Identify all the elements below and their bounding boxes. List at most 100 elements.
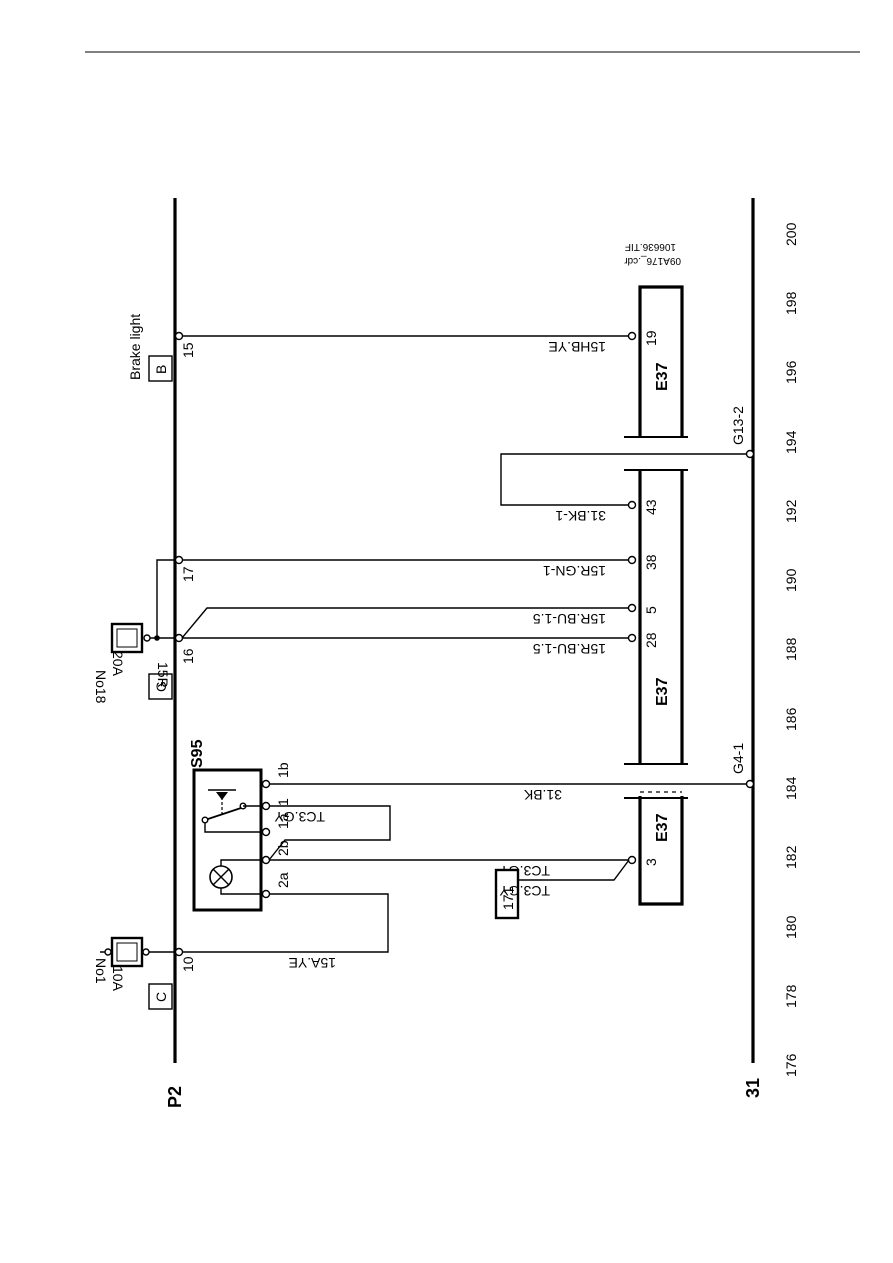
e37-pin-28 bbox=[627, 633, 637, 643]
connector-g-box bbox=[148, 673, 173, 700]
wire-15a-ye-label: 15A.YE bbox=[289, 955, 336, 971]
ground-g13-2-label: G13-2 bbox=[730, 406, 746, 445]
switch-pin-1b bbox=[261, 779, 271, 789]
e37-pin-43 bbox=[627, 500, 637, 510]
e37-pin-38 bbox=[627, 555, 637, 565]
switch-s95-body bbox=[192, 768, 263, 912]
module-e37: E37 E37 E37 3 28 5 38 43 19 bbox=[624, 285, 688, 906]
switch-pin-2b-label: 2b bbox=[275, 840, 291, 856]
e37-pin-3 bbox=[627, 855, 637, 865]
scale-198: 198 bbox=[783, 291, 799, 315]
e37-section-a bbox=[638, 796, 684, 906]
p2-pin-15-label: 15 bbox=[180, 342, 196, 358]
connector-c-box bbox=[148, 983, 173, 1010]
scale-184: 184 bbox=[783, 776, 799, 800]
p2-terminal-16 bbox=[174, 633, 184, 643]
wire-gn-38-label: 15R.GN-1 bbox=[543, 563, 606, 579]
wire-tc3-to-171-label: TC3.GY bbox=[499, 883, 550, 899]
switch-pin-1a bbox=[261, 827, 271, 837]
switch-pin-2a bbox=[261, 889, 271, 899]
e37-pin-43-label: 43 bbox=[643, 499, 659, 515]
switch-actuator-arrow bbox=[216, 792, 228, 800]
wire-fuse18-to-17 bbox=[156, 559, 175, 638]
e37-section-b bbox=[638, 470, 684, 764]
p2-terminal-10 bbox=[174, 947, 184, 957]
wire-bu-28-label: 15R.BU-1.5 bbox=[533, 641, 606, 657]
scale-182: 182 bbox=[783, 845, 799, 869]
switch-pin-1b-label: 1b bbox=[275, 762, 291, 778]
switch-pin-1-label: 1 bbox=[275, 798, 291, 806]
e37-label-c: E37 bbox=[654, 362, 671, 391]
e37-pin-19-label: 19 bbox=[643, 330, 659, 346]
fuse-no18-rating: 20A bbox=[110, 651, 126, 677]
fuse-no18: 20A No18 bbox=[93, 622, 175, 704]
scale-200: 200 bbox=[783, 222, 799, 246]
switch-pin-1 bbox=[261, 801, 271, 811]
e37-pin-38-label: 38 bbox=[643, 554, 659, 570]
fuse-no18-name: No18 bbox=[93, 670, 109, 704]
connector-c-label: C bbox=[153, 992, 169, 1002]
junction-fuse18 bbox=[154, 635, 160, 641]
scale-190: 190 bbox=[783, 568, 799, 592]
fuse-no1-element bbox=[116, 942, 138, 962]
wire-tc3-to-171 bbox=[518, 859, 630, 881]
wire-tc3-loop-label: TC3.GY bbox=[274, 809, 325, 825]
scale-186: 186 bbox=[783, 707, 799, 731]
brake-light-label: Brake light bbox=[127, 314, 143, 380]
scale-194: 194 bbox=[783, 430, 799, 454]
fuse-no1-rating: 10A bbox=[110, 966, 126, 992]
p2-terminal-17 bbox=[174, 555, 184, 565]
e37-section-c bbox=[638, 285, 684, 437]
connector-b-box bbox=[148, 355, 173, 382]
switch-lamp-lead-a bbox=[220, 888, 265, 895]
ref-171-label: 171 bbox=[500, 886, 516, 910]
switch-pin-2b bbox=[261, 855, 271, 865]
e37-pin-5-label: 5 bbox=[643, 606, 659, 614]
ground-g4-1-terminal bbox=[745, 779, 755, 789]
switch-pin-2a-label: 2a bbox=[275, 872, 291, 888]
e37-pin-3-label: 3 bbox=[643, 858, 659, 866]
wire-tc3-loop bbox=[268, 805, 391, 861]
ref-171-box bbox=[494, 868, 520, 920]
p2-pin-17-label: 17 bbox=[180, 566, 196, 582]
p2-pin-16-label: 16 bbox=[180, 648, 196, 664]
file-ref-line1: 106636.TIF bbox=[625, 241, 676, 252]
e37-pin-19 bbox=[627, 331, 637, 341]
switch-s95: S95 2a 2b 1a 1 1b bbox=[189, 739, 291, 912]
switch-lamp-lead-b bbox=[220, 859, 265, 866]
fuse-no18-pin-label: 15R bbox=[155, 662, 171, 688]
fuse-no1: 10A No1 bbox=[93, 936, 175, 992]
wire-bu-5-label: 15R.BU-1.5 bbox=[533, 611, 606, 627]
ground-g4-1-label: G4-1 bbox=[730, 743, 746, 774]
wire-bk-43-label: 31.BK-1 bbox=[555, 508, 606, 524]
wire-hb-19-label: 15HB.YE bbox=[548, 339, 606, 355]
fuse-no1-left-terminal bbox=[104, 948, 112, 956]
file-ref-line2: 09A176_.cdr bbox=[624, 255, 681, 266]
scale-192: 192 bbox=[783, 499, 799, 523]
ground-g13-2-terminal bbox=[745, 449, 755, 459]
connector-g-label: G bbox=[153, 681, 169, 692]
switch-contact-wire bbox=[204, 820, 265, 833]
wire-bk-43 bbox=[500, 453, 753, 506]
fuse-no18-terminal bbox=[143, 634, 151, 642]
wire-31-bk-label: 31.BK bbox=[523, 787, 562, 803]
fuse-no18-element bbox=[116, 628, 138, 648]
fuse-no1-name: No1 bbox=[93, 958, 109, 984]
switch-lamp-cross-b bbox=[212, 868, 230, 886]
e37-pin-5 bbox=[627, 603, 637, 613]
e37-label-a: E37 bbox=[654, 813, 671, 842]
connector-b-label: B bbox=[153, 365, 169, 374]
e37-label-b: E37 bbox=[654, 677, 671, 706]
grid-scale: 176 178 180 182 184 186 188 190 192 194 … bbox=[783, 222, 799, 1077]
scale-180: 180 bbox=[783, 915, 799, 939]
p2-terminal-15 bbox=[174, 331, 184, 341]
e37-pin-28-label: 28 bbox=[643, 632, 659, 648]
wire-bu-5 bbox=[181, 607, 629, 639]
switch-contact-blade bbox=[204, 807, 242, 821]
ground-31-label: 31 bbox=[743, 1078, 763, 1098]
scale-196: 196 bbox=[783, 360, 799, 384]
fuse-no1-right-terminal bbox=[142, 948, 150, 956]
switch-contact-pivot bbox=[201, 816, 209, 824]
wire-15a-ye bbox=[182, 893, 389, 953]
